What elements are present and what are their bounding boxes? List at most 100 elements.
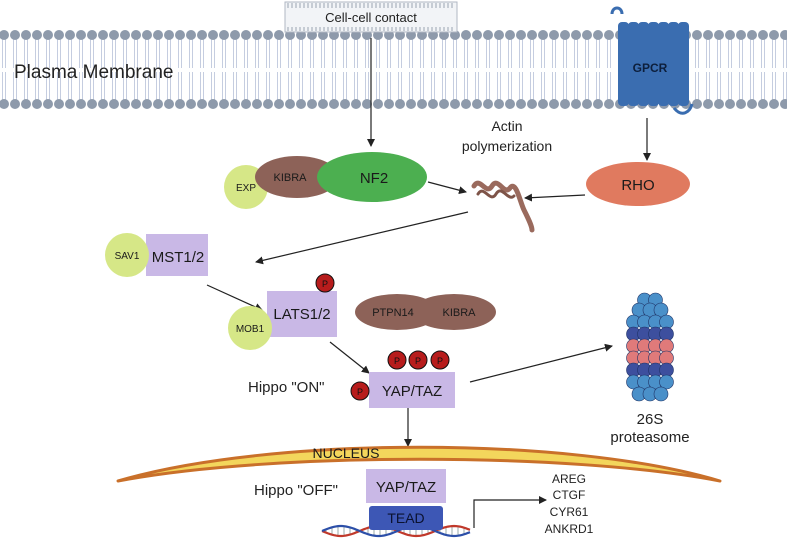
lipid-head	[505, 30, 515, 40]
lipid-head	[472, 30, 482, 40]
lipid-head	[208, 99, 218, 109]
lipid-head	[439, 99, 449, 109]
hippo-on-label: Hippo "ON"	[248, 379, 325, 396]
yap-taz-label-nuc: YAP/TAZ	[376, 479, 436, 496]
lipid-head	[0, 30, 9, 40]
lipid-head	[714, 99, 724, 109]
lipid-head	[21, 99, 31, 109]
lipid-head	[186, 30, 196, 40]
lipid-head	[714, 30, 724, 40]
lipid-head	[241, 99, 251, 109]
lipid-head	[98, 99, 108, 109]
lipid-head	[230, 99, 240, 109]
lipid-head	[0, 99, 9, 109]
lipid-head	[65, 30, 75, 40]
sav1-label: SAV1	[115, 251, 140, 262]
lipid-head	[406, 99, 416, 109]
lipid-head	[560, 99, 570, 109]
actin-filament	[471, 180, 535, 233]
lipid-head	[725, 99, 735, 109]
lipid-head	[527, 99, 537, 109]
yap-phospho-dot-2	[408, 350, 428, 370]
lipid-head	[604, 99, 614, 109]
yap-taz-cytoplasm: P P P P YAP/TAZ	[350, 350, 455, 408]
actin-label-line2: polymerization	[462, 138, 552, 154]
target-genes: AREG CTGF CYR61 ANKRD1	[545, 472, 594, 536]
mst-complex: SAV1 MST1/2	[105, 233, 208, 277]
lipid-head	[494, 30, 504, 40]
ptpn14-label: PTPN14	[372, 307, 414, 319]
lipid-head	[153, 30, 163, 40]
lipid-head	[417, 99, 427, 109]
arrow-lats-to-yap	[329, 341, 370, 374]
lipid-head	[32, 99, 42, 109]
lipid-head	[483, 30, 493, 40]
lipid-head	[164, 99, 174, 109]
lipid-head	[43, 30, 53, 40]
lipid-head	[65, 99, 75, 109]
lipid-head	[560, 30, 570, 40]
lipid-head	[98, 30, 108, 40]
arrow-tead-to-genes	[473, 496, 547, 528]
lipid-head	[428, 99, 438, 109]
lipid-head	[32, 30, 42, 40]
lipid-head	[329, 99, 339, 109]
arrow-nf2-to-actin	[427, 181, 467, 195]
lipid-head	[516, 99, 526, 109]
lipid-head	[703, 30, 713, 40]
yap-phospho-dot-1	[387, 350, 407, 370]
lipid-head	[76, 30, 86, 40]
lipid-head	[692, 99, 702, 109]
lipid-head	[703, 99, 713, 109]
lipid-head	[142, 99, 152, 109]
lipid-head	[10, 30, 20, 40]
lipid-head	[252, 30, 262, 40]
lipid-head	[219, 99, 229, 109]
lipid-head	[571, 99, 581, 109]
lipid-head	[538, 99, 548, 109]
proteasome-label-line1: 26S	[637, 411, 664, 428]
lipid-head	[780, 30, 787, 40]
lipid-head	[549, 30, 559, 40]
lipid-head	[230, 30, 240, 40]
lats-phospho-dot	[315, 273, 335, 293]
tead-label: TEAD	[387, 510, 424, 526]
lipid-head	[142, 30, 152, 40]
lipid-head	[692, 30, 702, 40]
lipid-head	[362, 99, 372, 109]
mst-label: MST1/2	[152, 249, 205, 266]
lipid-head	[208, 30, 218, 40]
nf2-complex: EXP KIBRA NF2	[224, 152, 427, 209]
rho-label: RHO	[621, 177, 654, 194]
lipid-head	[505, 99, 515, 109]
pathway-arrows	[206, 38, 651, 528]
lipid-head	[384, 99, 394, 109]
lipid-head	[494, 99, 504, 109]
exp-label: EXP	[236, 183, 256, 194]
lipid-head	[571, 30, 581, 40]
lipid-head	[109, 99, 119, 109]
lipid-head	[725, 30, 735, 40]
target-gene-cyr61: CYR61	[550, 505, 589, 519]
lipid-head	[54, 99, 64, 109]
kibra-label-mid: KIBRA	[442, 307, 476, 319]
lipid-head	[593, 30, 603, 40]
mob1-label: MOB1	[236, 324, 265, 335]
target-gene-ctgf: CTGF	[553, 488, 586, 502]
target-gene-areg: AREG	[552, 472, 586, 486]
lipid-head	[736, 99, 746, 109]
lipid-head	[758, 99, 768, 109]
actin-label-line1: Actin	[491, 118, 522, 134]
lipid-head	[131, 30, 141, 40]
lipid-head	[10, 99, 20, 109]
lipid-head	[593, 99, 603, 109]
lipid-head	[549, 99, 559, 109]
arrow-actin-to-mst	[255, 211, 469, 265]
lipid-head	[274, 99, 284, 109]
lipid-head	[461, 99, 471, 109]
lipid-head	[175, 99, 185, 109]
lipid-head	[241, 30, 251, 40]
proteasome-icon	[626, 292, 674, 402]
ptpn14-kibra-complex: PTPN14 KIBRA	[355, 294, 496, 330]
